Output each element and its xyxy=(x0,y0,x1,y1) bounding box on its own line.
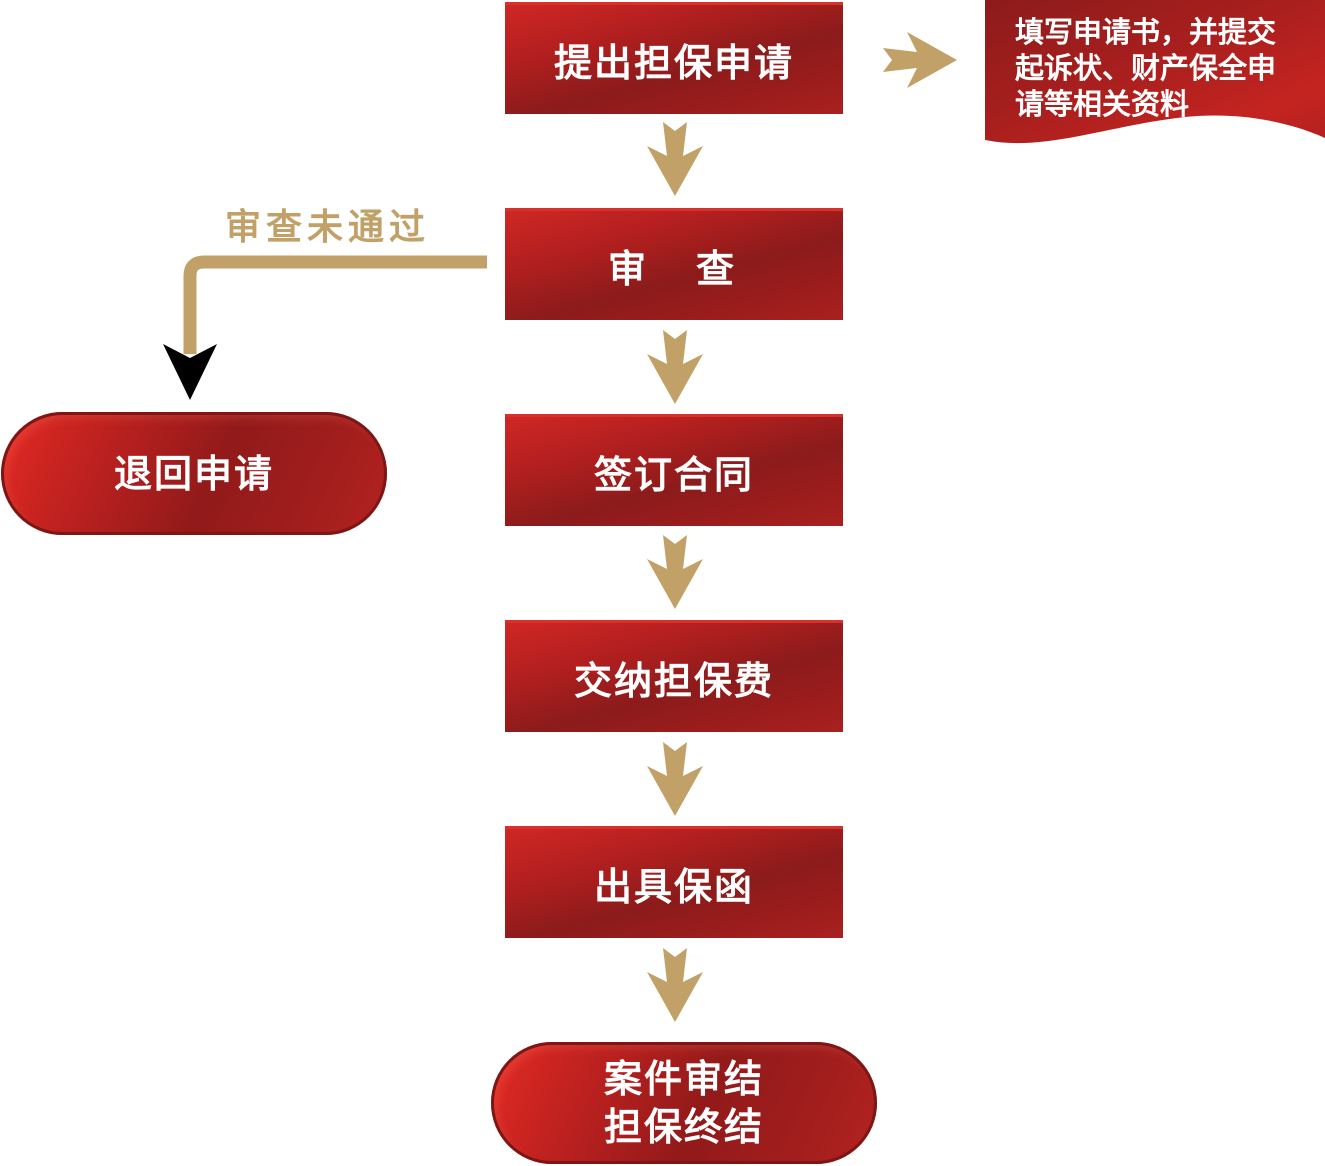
right-arrow xyxy=(883,32,957,88)
reject-node-label: 退回申请 xyxy=(113,451,274,496)
reject-node: 退回申请 xyxy=(1,412,387,535)
step-review: 审 查 xyxy=(505,208,843,320)
end-line-1: 案件审结 xyxy=(603,1057,764,1101)
down-arrow-2 xyxy=(647,330,703,404)
end-node: 案件审结 担保终结 xyxy=(491,1042,877,1164)
note-line-3: 请等相关资料 xyxy=(1015,87,1190,121)
note-text: 填写申请书，并提交 起诉状、财产保全申 请等相关资料 xyxy=(1015,14,1276,122)
step-submit-application: 提出担保申请 xyxy=(505,2,843,114)
note-line-1: 填写申请书，并提交 xyxy=(1015,15,1277,49)
down-arrow-4 xyxy=(647,742,703,816)
reject-connector-arrow xyxy=(163,255,487,400)
step-sign-contract: 签订合同 xyxy=(505,414,843,526)
end-line-2: 担保终结 xyxy=(603,1105,764,1149)
down-arrow-3 xyxy=(647,535,703,609)
note-banner xyxy=(985,0,1325,144)
down-arrow-1 xyxy=(647,122,703,196)
step-issue-guarantee-letter: 出具保函 xyxy=(505,826,843,938)
down-arrow-5 xyxy=(647,948,703,1022)
reject-condition-label: 审查未通过 xyxy=(225,207,431,248)
note-line-2: 起诉状、财产保全申 xyxy=(1015,51,1277,85)
step-pay-guarantee-fee: 交纳担保费 xyxy=(505,620,843,732)
